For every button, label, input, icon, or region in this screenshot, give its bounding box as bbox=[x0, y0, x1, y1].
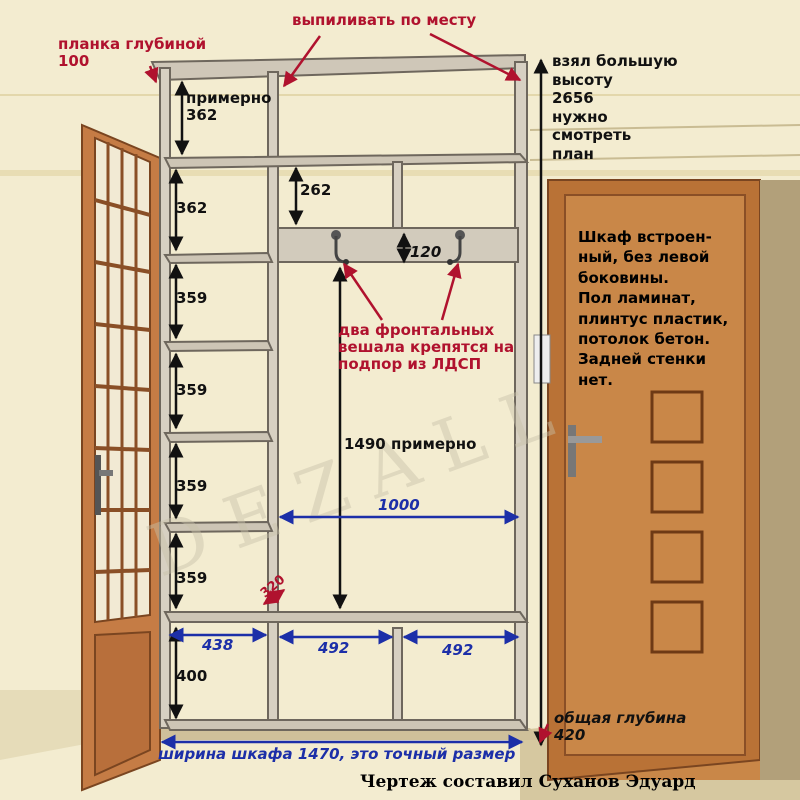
depth-strip-label: планка глубиной 100 bbox=[58, 35, 207, 70]
black-dimension-arrows bbox=[168, 58, 549, 747]
height-262-label: 262 bbox=[300, 181, 332, 199]
bay-438-label: 438 bbox=[202, 636, 234, 654]
cabinet-description: Шкаф встроен- ный, без левой боковины. П… bbox=[578, 228, 729, 389]
total-width-label: ширина шкафа 1470, это точный размер bbox=[158, 745, 516, 763]
left-glass-door bbox=[81, 123, 161, 792]
bay-492-a-label: 492 bbox=[318, 639, 350, 657]
right-entrance-door bbox=[533, 179, 800, 782]
width-1000-label: 1000 bbox=[378, 496, 420, 514]
approx-362-label: примерно 362 bbox=[186, 89, 272, 124]
shelf-362-label: 362 bbox=[176, 199, 208, 217]
blue-dimension-arrows bbox=[160, 509, 524, 750]
took-height-label: взял большую высоту 2656 нужно смотреть … bbox=[552, 52, 678, 163]
bay-492-b-label: 492 bbox=[442, 641, 474, 659]
cut-on-site-label: выпиливать по месту bbox=[292, 11, 477, 29]
hang-height-label: 1490 примерно bbox=[344, 435, 477, 453]
hanger-hooks bbox=[331, 230, 465, 265]
red-pointer-arrows bbox=[144, 32, 553, 744]
shelf-359-b-label: 359 bbox=[176, 381, 208, 399]
total-depth-label: общая глубина 420 bbox=[554, 709, 687, 744]
hangers-note-label: два фронтальных вешала крепятся на подпо… bbox=[338, 321, 515, 373]
shelf-359-d-label: 359 bbox=[176, 569, 208, 587]
shelf-359-c-label: 359 bbox=[176, 477, 208, 495]
shelf-359-a-label: 359 bbox=[176, 289, 208, 307]
drawer-400-label: 400 bbox=[176, 667, 208, 685]
drawing-credit: Чертеж составил Суханов Эдуард bbox=[360, 772, 696, 792]
rail-120-label: 120 bbox=[410, 243, 442, 261]
